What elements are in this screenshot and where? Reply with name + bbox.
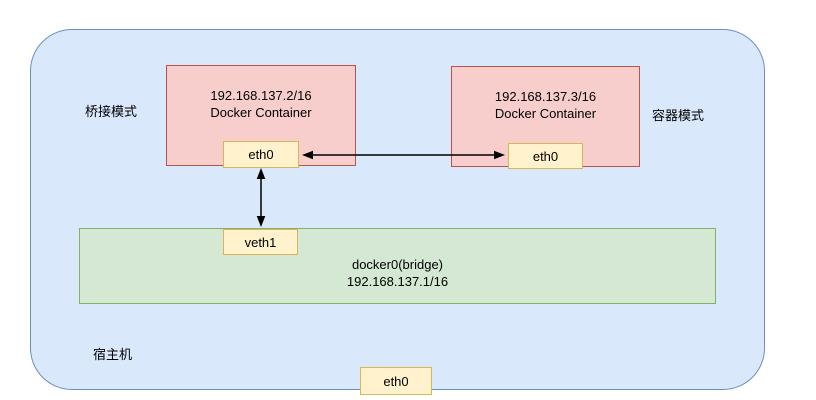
container-1-eth0-chip: eth0 [223,141,299,168]
docker-container-2-name: Docker Container [494,105,597,121]
veth1-chip: veth1 [223,229,298,255]
container-2-eth0-chip: eth0 [508,143,583,169]
docker0-bridge-name: docker0(bridge) [351,257,444,272]
host-eth0-chip: eth0 [360,367,432,395]
docker-container-2-ip: 192.168.137.3/16 [494,89,597,104]
veth1-label: veth1 [244,234,277,250]
host-machine-label: 宿主机 [93,347,133,362]
docker-container-1-ip: 192.168.137.2/16 [210,88,312,103]
docker0-bridge-box [79,228,716,304]
container-mode-label: 容器模式 [652,108,705,123]
container-2-eth0-label: eth0 [532,148,559,164]
host-machine-box [30,29,765,390]
container-1-eth0-label: eth0 [248,147,274,162]
host-eth0-label: eth0 [383,373,409,389]
docker0-bridge-ip: 192.168.137.1/16 [346,274,449,289]
docker-container-2-box: 192.168.137.3/16 Docker Container [451,66,640,167]
docker0-bridge-text: docker0(bridge) 192.168.137.1/16 [79,256,716,290]
docker-container-1-name: Docker Container [210,104,312,120]
bridge-mode-label: 桥接模式 [85,104,138,119]
